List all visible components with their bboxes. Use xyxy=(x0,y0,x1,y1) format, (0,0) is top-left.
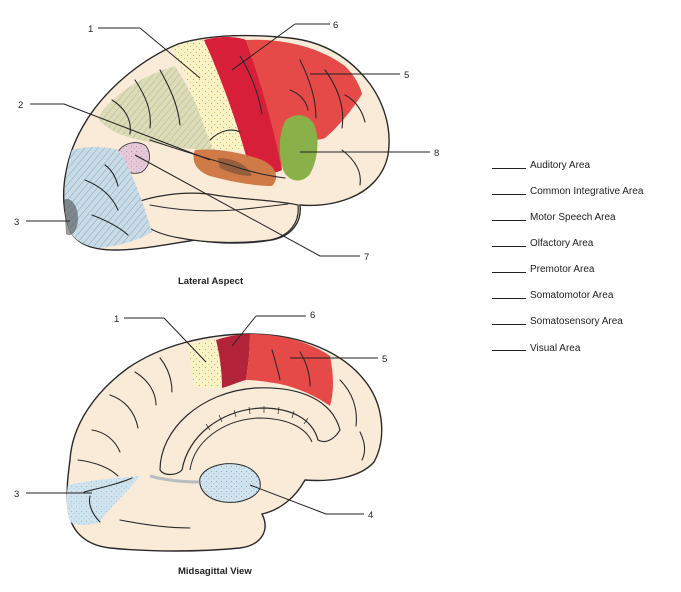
answer-label: Common Integrative Area xyxy=(530,186,644,197)
midsagittal-caption: Midsagittal View xyxy=(178,566,252,577)
midsagittal-label-3: 3 xyxy=(14,489,19,500)
answer-blank xyxy=(492,168,526,169)
lateral-auditory-area xyxy=(193,149,277,186)
lateral-brain: 1 2 3 5 6 7 8 Lateral Aspect xyxy=(14,20,439,287)
answer-label: Motor Speech Area xyxy=(530,212,616,223)
lateral-label-6: 6 xyxy=(333,20,338,31)
answer-blank xyxy=(492,246,526,247)
midsagittal-brain: 1 6 5 3 4 Midsagittal View xyxy=(14,310,387,577)
answer-label: Visual Area xyxy=(530,343,581,354)
midsagittal-label-1: 1 xyxy=(114,314,119,325)
midsagittal-label-4: 4 xyxy=(368,510,373,521)
answer-blank xyxy=(492,272,526,273)
lateral-label-7: 7 xyxy=(364,252,369,263)
lateral-caption: Lateral Aspect xyxy=(178,276,244,287)
lateral-somatomotor-area xyxy=(204,37,282,173)
lateral-label-1: 1 xyxy=(88,24,93,35)
lateral-label-5: 5 xyxy=(404,70,409,81)
lateral-label-2: 2 xyxy=(18,100,23,111)
midsagittal-corpus-callosum xyxy=(159,387,341,476)
lateral-label-3: 3 xyxy=(14,217,19,228)
answer-label: Somatomotor Area xyxy=(530,290,614,301)
answer-blank xyxy=(492,194,526,195)
answer-label: Olfactory Area xyxy=(530,238,594,249)
lateral-motor-speech-area xyxy=(279,115,318,181)
answer-blank xyxy=(492,350,526,351)
answer-blank xyxy=(492,220,526,221)
answer-label: Somatosensory Area xyxy=(530,316,623,327)
lateral-label-8: 8 xyxy=(434,148,439,159)
midsagittal-label-6: 6 xyxy=(310,310,315,321)
answer-label: Auditory Area xyxy=(530,160,591,171)
answer-label: Premotor Area xyxy=(530,264,595,275)
answer-blank xyxy=(492,298,526,299)
answer-blank xyxy=(492,324,526,325)
midsagittal-somatomotor-area xyxy=(216,334,250,388)
midsagittal-premotor-area xyxy=(246,334,333,406)
lateral-temporal-lobe xyxy=(129,192,299,244)
lateral-premotor-area xyxy=(246,39,362,171)
midsagittal-label-5: 5 xyxy=(382,354,387,365)
